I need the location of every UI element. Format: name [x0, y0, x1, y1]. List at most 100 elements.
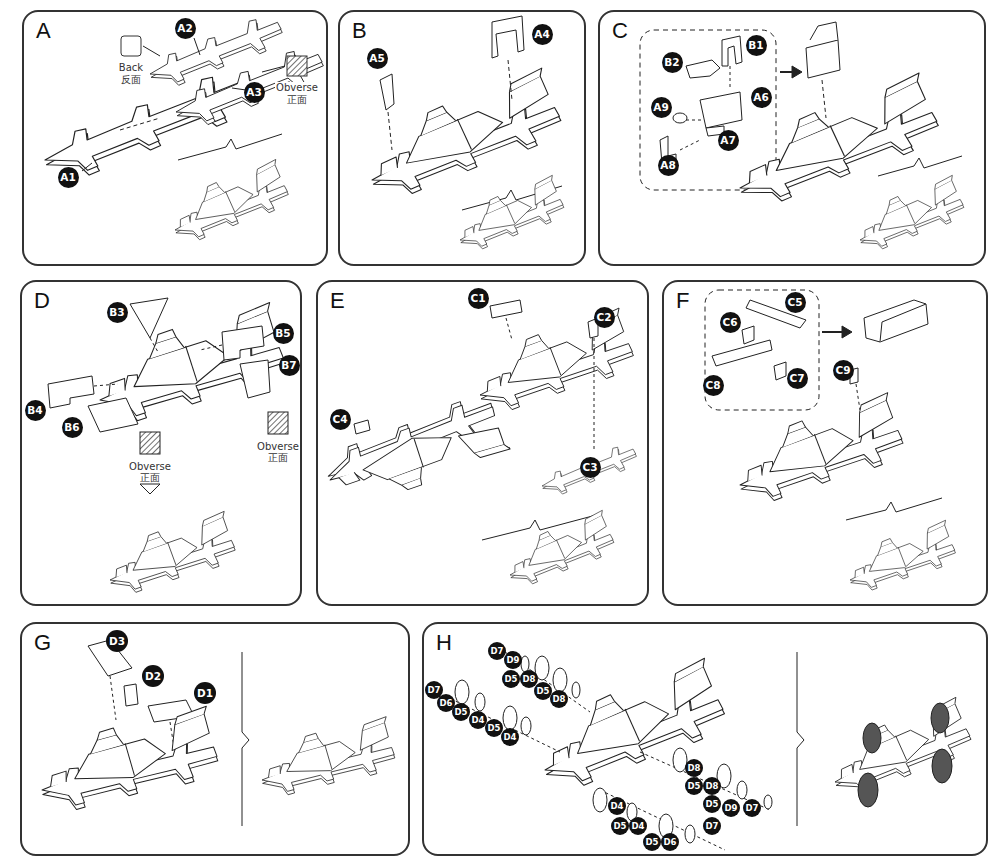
line-art: [822, 697, 977, 801]
callout-number: D4: [629, 817, 647, 835]
line-art: [321, 384, 512, 523]
callout-number: C3: [580, 457, 601, 478]
callout-number: A1: [58, 167, 79, 188]
line-art: [527, 658, 732, 796]
callout-text: D7: [491, 647, 504, 656]
callout-number: A5: [367, 48, 388, 69]
step-letter: A: [36, 18, 51, 44]
step-panel: FC5C6C8C7C9: [662, 280, 988, 606]
callout-text: C6: [722, 317, 737, 328]
panel-c-art: [640, 22, 968, 255]
callout-number: D5: [685, 777, 703, 795]
line-art: [33, 706, 222, 815]
panel-f-art: [705, 290, 959, 595]
callout-number: B1: [746, 35, 767, 56]
callout-text: A4: [534, 29, 549, 40]
line-art: [593, 788, 607, 812]
line-art: [880, 304, 926, 342]
line-art: [856, 384, 860, 410]
callout-text: B3: [109, 307, 124, 318]
callout-text: C3: [582, 462, 597, 473]
callout-text: C1: [470, 293, 485, 304]
callout-text: D7: [746, 804, 759, 813]
callout-text: D9: [725, 804, 738, 813]
step-letter: G: [34, 630, 51, 656]
callout-number: C7: [787, 368, 808, 389]
callout-text: D5: [688, 782, 701, 791]
line-art: [222, 326, 264, 360]
callout-number: D9: [504, 651, 522, 669]
callout-number: D5: [643, 833, 661, 851]
callout-number: C2: [594, 307, 615, 328]
panel-e-art: [321, 300, 641, 590]
side-label: 反面: [120, 74, 142, 85]
line-art: [553, 668, 567, 692]
line-art: [255, 716, 398, 798]
line-art: [931, 703, 949, 733]
callout-text: A6: [753, 92, 768, 103]
line-art: [475, 693, 485, 711]
callout-number: B4: [25, 400, 46, 421]
callout-text: B5: [275, 328, 290, 339]
callout-text: D8: [688, 764, 701, 773]
panel-h-art: [445, 652, 977, 850]
line-art: [850, 175, 969, 255]
callout-text: D5: [455, 708, 468, 717]
line-art: [712, 340, 772, 366]
line-art: [722, 36, 742, 66]
line-art: [140, 432, 160, 454]
line-art: [700, 92, 742, 128]
callout-text: D5: [488, 724, 501, 733]
callout-number: B2: [662, 52, 683, 73]
callout-text: C5: [787, 297, 802, 308]
line-art: [82, 163, 92, 171]
callout-number: B7: [279, 355, 300, 376]
line-art: [455, 680, 469, 704]
side-label: 正面: [267, 452, 289, 463]
callout-number: D5: [611, 817, 629, 835]
callout-text: B1: [748, 40, 763, 51]
line-art: [737, 781, 747, 799]
callout-number: B6: [62, 417, 83, 438]
line-art: [810, 22, 838, 40]
line-art: [797, 652, 804, 826]
callout-number: D3: [106, 630, 128, 652]
callout-number: D7: [703, 817, 721, 835]
line-art: [445, 696, 560, 752]
line-art: [240, 360, 270, 398]
callout-text: A5: [369, 53, 384, 64]
line-art: [124, 684, 138, 706]
line-art: [150, 338, 158, 352]
line-art: [878, 156, 962, 176]
line-art: [506, 318, 512, 340]
line-art: [242, 652, 249, 826]
line-art: [686, 60, 720, 78]
callout-text: D5: [646, 838, 659, 847]
callout-text: A1: [60, 172, 75, 183]
step-panel: AA2A3A1: [22, 10, 328, 266]
callout-text: D7: [706, 822, 719, 831]
line-art: [101, 511, 240, 598]
step-panel: CB2B1A6A9A7A8: [598, 10, 986, 266]
line-art: [792, 66, 802, 78]
callout-number: C4: [330, 409, 351, 430]
panel-b-art: [355, 16, 568, 255]
callout-number: D8: [550, 690, 568, 708]
callout-number: A4: [532, 24, 553, 45]
callout-number: A7: [718, 130, 739, 151]
line-art: [685, 825, 695, 843]
callout-text: C8: [705, 380, 720, 391]
line-art: [572, 682, 580, 698]
line-art: [521, 717, 531, 735]
callout-text: D5: [614, 822, 627, 831]
line-art: [268, 412, 288, 434]
line-art: [169, 44, 329, 133]
panel-d-art: [48, 298, 290, 598]
line-art: [388, 112, 392, 150]
callout-text: A7: [720, 135, 735, 146]
callout-number: A8: [658, 155, 679, 176]
line-art: [508, 60, 512, 100]
callout-number: D4: [501, 728, 519, 746]
callout-text: C7: [789, 373, 804, 384]
callout-text: D4: [611, 802, 624, 811]
